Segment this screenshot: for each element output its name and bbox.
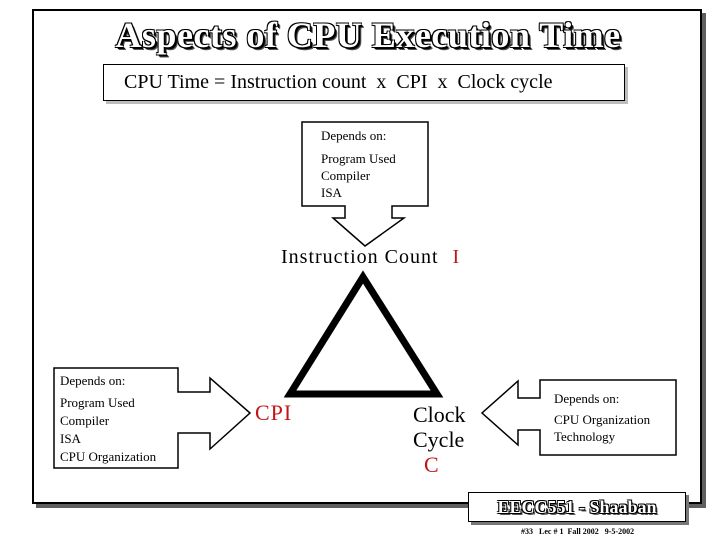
instruction-count-text: Instruction Count (281, 246, 439, 268)
execution-time-triangle (283, 270, 444, 398)
clock-cycle-variable: C (424, 452, 439, 477)
instruction-count-label: Instruction Count I (281, 246, 460, 269)
left-depends-item: Program Used (60, 395, 135, 410)
left-depends-heading: Depends on: (60, 373, 126, 388)
cpi-label: CPI (255, 400, 293, 425)
right-depends-item: CPU Organization (554, 412, 651, 427)
top-callout-arrow (301, 121, 429, 247)
course-badge: EECC551 - Shaaban (468, 492, 686, 522)
left-depends-item: Compiler (60, 413, 110, 428)
top-depends-item: ISA (321, 185, 342, 200)
clock-cycle-line1: Clock (413, 402, 466, 427)
top-depends-item: Program Used (321, 151, 396, 166)
left-callout-arrow (53, 367, 252, 469)
slide-frame (32, 9, 702, 504)
right-depends-heading: Depends on: (554, 391, 620, 406)
clock-cycle-line2: Cycle (413, 427, 465, 452)
cpu-time-formula: CPU Time = Instruction count x CPI x Clo… (103, 64, 625, 101)
top-depends-box: Depends on: Program Used Compiler ISA (321, 127, 396, 201)
right-depends-box: Depends on: CPU Organization Technology (554, 390, 650, 445)
right-callout-arrow (480, 379, 677, 456)
top-depends-heading: Depends on: (321, 128, 387, 143)
left-depends-box: Depends on: Program Used Compiler ISA CP… (60, 372, 156, 466)
slide-footer: #33 Lec # 1 Fall 2002 9-5-2002 (521, 527, 635, 536)
top-depends-item: Compiler (321, 168, 371, 183)
left-depends-item: ISA (60, 431, 81, 446)
instruction-count-variable: I (452, 246, 461, 268)
clock-cycle-label: Clock Cycle C (413, 402, 466, 477)
left-depends-item: CPU Organization (60, 449, 157, 464)
slide-title: Aspects of CPU Execution Time (115, 15, 621, 55)
right-depends-item: Technology (554, 429, 616, 444)
